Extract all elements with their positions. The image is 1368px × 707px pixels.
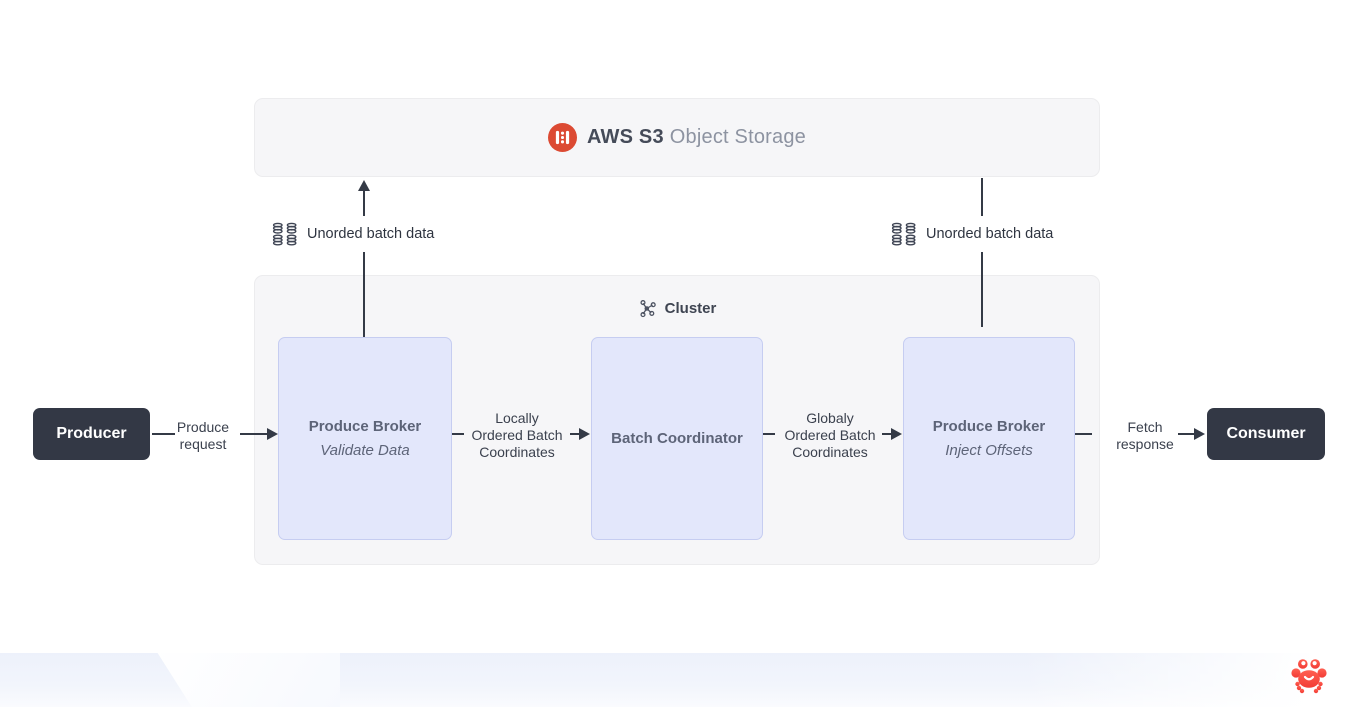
- edge-broker1-to-s3-line: [363, 190, 365, 337]
- node-subtitle: Inject Offsets: [945, 442, 1033, 459]
- edge-produce-request-line: [152, 433, 175, 435]
- crab-icon: [1291, 659, 1327, 694]
- edge-fetch-response-arrowhead: [1194, 428, 1205, 440]
- edge-produce-request-label: Produce request: [176, 419, 230, 452]
- edge-locally-ordered-label: Locally Ordered Batch Coordinates: [471, 410, 563, 460]
- node-subtitle: Validate Data: [320, 442, 410, 459]
- unordered-batch-data-text: Unorded batch data: [926, 226, 1054, 242]
- unordered-batch-data-text: Unorded batch data: [307, 226, 435, 242]
- node-title: Produce Broker: [308, 418, 422, 435]
- edge-globally-ordered-line2: [882, 433, 892, 435]
- node-produce-broker-validate: Produce Broker Validate Data: [278, 337, 452, 540]
- edge-fetch-response-label: Fetch response: [1116, 419, 1174, 452]
- edge-locally-ordered-arrowhead: [579, 428, 590, 440]
- footer-decorative-sliver: [157, 653, 340, 707]
- node-produce-broker-inject: Produce Broker Inject Offsets: [903, 337, 1075, 540]
- database-grid-icon: [272, 222, 297, 246]
- node-title: Batch Coordinator: [611, 430, 743, 447]
- producer-label: Producer: [56, 425, 127, 442]
- database-grid-icon: [891, 222, 916, 246]
- edge-globally-ordered-line: [763, 433, 775, 435]
- edge-fetch-response-line2: [1178, 433, 1195, 435]
- cluster-title: Cluster: [664, 300, 717, 317]
- unordered-batch-data-label-left: Unorded batch data: [266, 216, 441, 252]
- edge-locally-ordered-line2: [570, 433, 580, 435]
- s3-bucket-icon: [548, 123, 577, 152]
- consumer-label: Consumer: [1226, 425, 1306, 442]
- edge-produce-request-line2: [240, 433, 268, 435]
- edge-globally-ordered-arrowhead: [891, 428, 902, 440]
- cluster-nodes-icon: [640, 300, 656, 318]
- s3-title-rest: Object Storage: [669, 126, 806, 148]
- edge-broker1-to-s3-arrowhead: [358, 180, 370, 191]
- node-consumer: Consumer: [1207, 408, 1325, 460]
- s3-title-bold: AWS S3: [587, 126, 664, 148]
- node-producer: Producer: [33, 408, 150, 460]
- edge-fetch-response-line: [1075, 433, 1092, 435]
- node-batch-coordinator: Batch Coordinator: [591, 337, 763, 540]
- edge-s3-to-broker3-line: [981, 178, 983, 327]
- edge-locally-ordered-line: [452, 433, 464, 435]
- edge-globally-ordered-label: Globaly Ordered Batch Coordinates: [784, 410, 876, 460]
- node-title: Produce Broker: [932, 418, 1046, 435]
- cluster-header: Cluster: [254, 299, 1100, 318]
- edge-produce-request-arrowhead: [267, 428, 278, 440]
- unordered-batch-data-label-right: Unorded batch data: [885, 216, 1060, 252]
